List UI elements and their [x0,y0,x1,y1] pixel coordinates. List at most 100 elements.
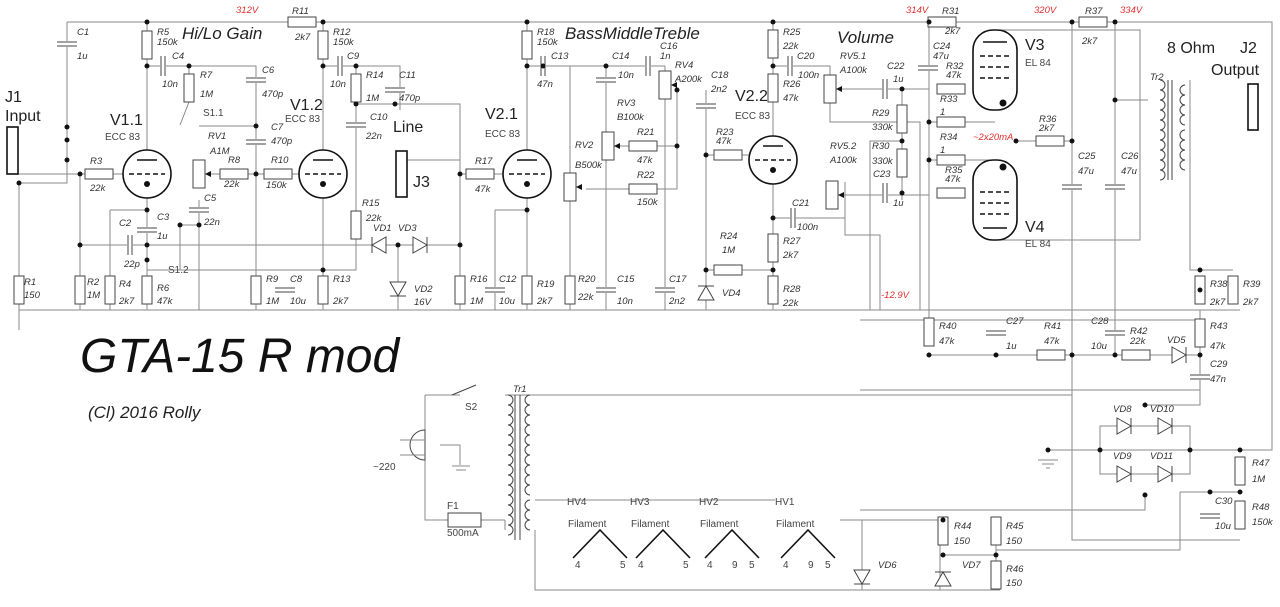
junction-dot [1069,138,1075,144]
vd2-value: 16V [414,297,433,308]
r36-value: 2k7 [1038,123,1055,134]
r6-ref: R6 [157,283,170,294]
rv2-ref: RV2 [575,140,594,151]
line-heading: Line [393,119,423,136]
v4-type: EL 84 [1025,239,1051,250]
diode-vd1 [370,236,387,254]
capacitor-c2 [127,235,133,255]
potentiometer-rv1[interactable] [192,159,211,189]
potentiometer-rv4[interactable] [658,70,677,100]
c14-ref: C14 [612,51,629,62]
junction-dot [64,157,70,163]
heater-ref: HV4 [567,497,587,508]
resistor-r32 [936,83,966,95]
heater-ref: HV1 [775,497,795,508]
c7-ref: C7 [271,122,284,133]
r11-value: 2k7 [294,32,311,43]
junction-dot [1142,492,1148,498]
v4-ref: V4 [1025,219,1045,236]
j1-jack[interactable] [6,126,19,175]
junction-dot [1069,352,1075,358]
junction-dot [1045,447,1051,453]
vd8-ref: VD8 [1113,404,1132,415]
r25-value: 22k [782,41,800,52]
j3-jack[interactable] [395,150,408,198]
tr1-primary [507,394,514,536]
pentode-v3 [972,29,1018,111]
tr1-secondary-hv [524,394,531,496]
s1-2-ref: S1.2 [168,265,189,276]
resistor-r24 [713,264,743,276]
r26-value: 47k [783,93,800,104]
junction-dot [524,207,530,213]
capacitor-c4 [160,56,166,76]
junction-dot [1237,489,1243,495]
f1-ref: F1 [447,501,459,512]
capacitor-c14 [596,77,616,83]
capacitor-c22 [882,79,888,99]
junction-dot [77,242,83,248]
j1-ref: J1 [5,89,22,106]
potentiometer-rv5_2[interactable] [825,180,844,210]
junction-dot [993,552,999,558]
r30-value: 330k [872,156,894,167]
resistor-r20 [564,275,576,305]
r35-value: 47k [945,174,962,185]
r47-ref: R47 [1252,458,1270,469]
c15-value: 10n [617,296,633,307]
vd7-ref: VD7 [962,560,981,571]
r34-ref: R34 [940,132,957,143]
wire [147,65,257,174]
triode-v2-1 [502,149,552,199]
capacitor-c3 [137,227,157,233]
power-switch[interactable] [451,384,477,396]
resistor-r34 [936,154,966,166]
c10-ref: C10 [370,112,388,123]
capacitor-c16 [645,56,651,76]
resistor-r41 [1036,349,1066,361]
c4-value: 10n [162,79,178,90]
capacitor-c17 [655,287,675,293]
r27-value: 2k7 [782,250,799,261]
diode-vd2 [389,281,407,298]
v2_1-type: ECC 83 [485,129,520,140]
c10-value: 22n [365,131,382,142]
r48-ref: R48 [1252,502,1270,513]
junction-dot [353,101,359,107]
resistor-r46 [990,560,1002,590]
capacitor-c24 [918,65,938,71]
potentiometer-rv5_1[interactable] [823,74,842,104]
junction-dot [770,19,776,25]
c29-ref: C29 [1210,359,1228,370]
tr2-secondary-1 [1179,84,1186,126]
c12-ref: C12 [499,274,517,285]
c11-value: 470p [399,93,420,104]
voltage-320: 320V [1034,5,1058,16]
potentiometer-rv3[interactable] [601,131,620,161]
j2-jack[interactable] [1247,83,1259,131]
vd9-ref: VD9 [1113,451,1132,462]
capacitor-c20 [787,56,793,76]
junction-dot [16,180,22,186]
junction-dot [926,157,932,163]
junction-dot [144,242,150,248]
c22-value: 1u [893,74,904,85]
capacitor-c23 [882,183,888,203]
junction-dot [1187,447,1193,453]
resistor-r26 [767,73,779,103]
wire [996,492,1181,551]
r41-value: 47k [1044,336,1061,347]
rv1-ref: RV1 [208,131,226,142]
speaker-impedance: 8 Ohm [1167,40,1215,57]
r12-value: 150k [333,37,355,48]
junction-dot [144,207,150,213]
heater-label: Filament [568,519,607,530]
c29-value: 47n [1210,374,1226,385]
junction-dot [940,552,946,558]
v1_2-ref: V1.2 [290,97,323,114]
vd10-ref: VD10 [1150,404,1174,415]
labels: GTA-15 R mod (Cl) 2016 Rolly Hi/Lo Gain … [5,5,1274,589]
v2_1-ref: V2.1 [485,106,518,123]
potentiometer-rv2[interactable] [563,172,582,202]
junction-dot [1197,352,1203,358]
